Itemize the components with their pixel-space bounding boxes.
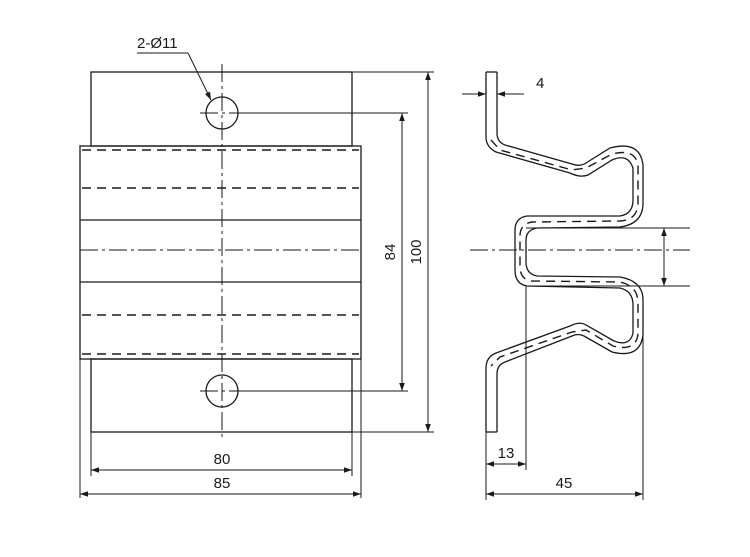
side-profile-hidden (490, 139, 639, 367)
dim-text-100: 100 (408, 239, 425, 264)
dim-text-45: 45 (556, 475, 573, 492)
dim-text-84: 84 (382, 244, 399, 261)
dim-text-80: 80 (214, 451, 231, 468)
front-view: 2-Ø11 80 85 84 100 (79, 35, 434, 498)
side-view: 4 13 45 (462, 71, 690, 500)
dim-text-85: 85 (214, 475, 231, 492)
side-profile-inner (496, 72, 644, 432)
dim-text-4: 4 (536, 75, 544, 92)
dim-text-13: 13 (498, 445, 515, 462)
callout-leader (187, 52, 212, 101)
front-corrugation-band (79, 145, 362, 360)
side-profile-outer (485, 72, 634, 432)
hole-callout-label: 2-Ø11 (137, 35, 178, 52)
